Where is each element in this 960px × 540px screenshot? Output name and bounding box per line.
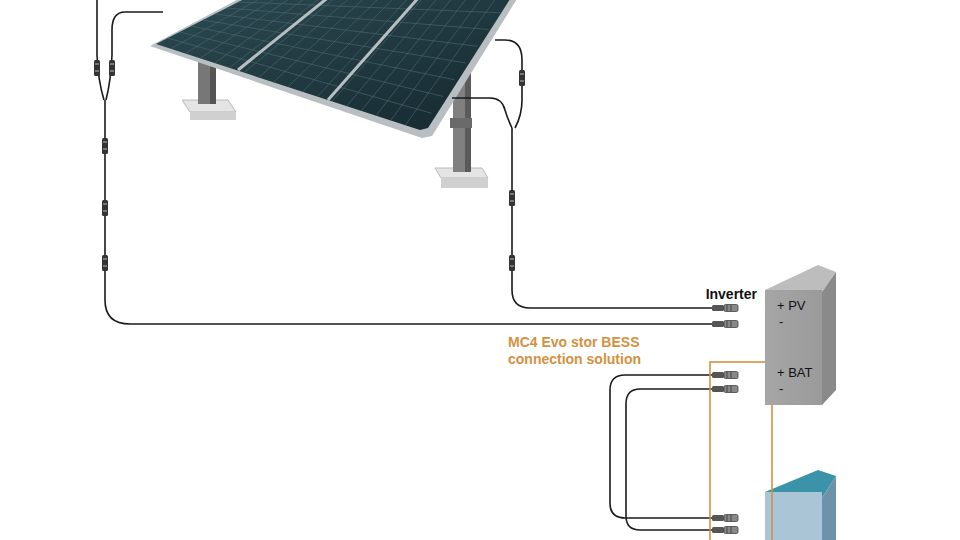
- device-name: Inverter: [704, 286, 759, 302]
- pv-cable: [97, 0, 712, 324]
- inverter-body: [765, 265, 836, 405]
- battery-cable: [610, 375, 714, 530]
- terminal-label: -: [779, 381, 783, 396]
- solar-panel: [150, 0, 520, 138]
- solution-bracket: [710, 362, 772, 540]
- terminal-label: + BAT: [777, 365, 813, 380]
- battery-unit: [765, 470, 836, 540]
- mc4-connector: [712, 305, 738, 534]
- terminal-label: + PV: [777, 298, 806, 313]
- y-connector: [94, 60, 525, 271]
- inverter-box: Inverter+ PV-+ BAT-: [765, 290, 822, 405]
- terminal-label: -: [779, 314, 783, 329]
- solution-label: MC4 Evo stor BESS connection solution: [508, 334, 708, 368]
